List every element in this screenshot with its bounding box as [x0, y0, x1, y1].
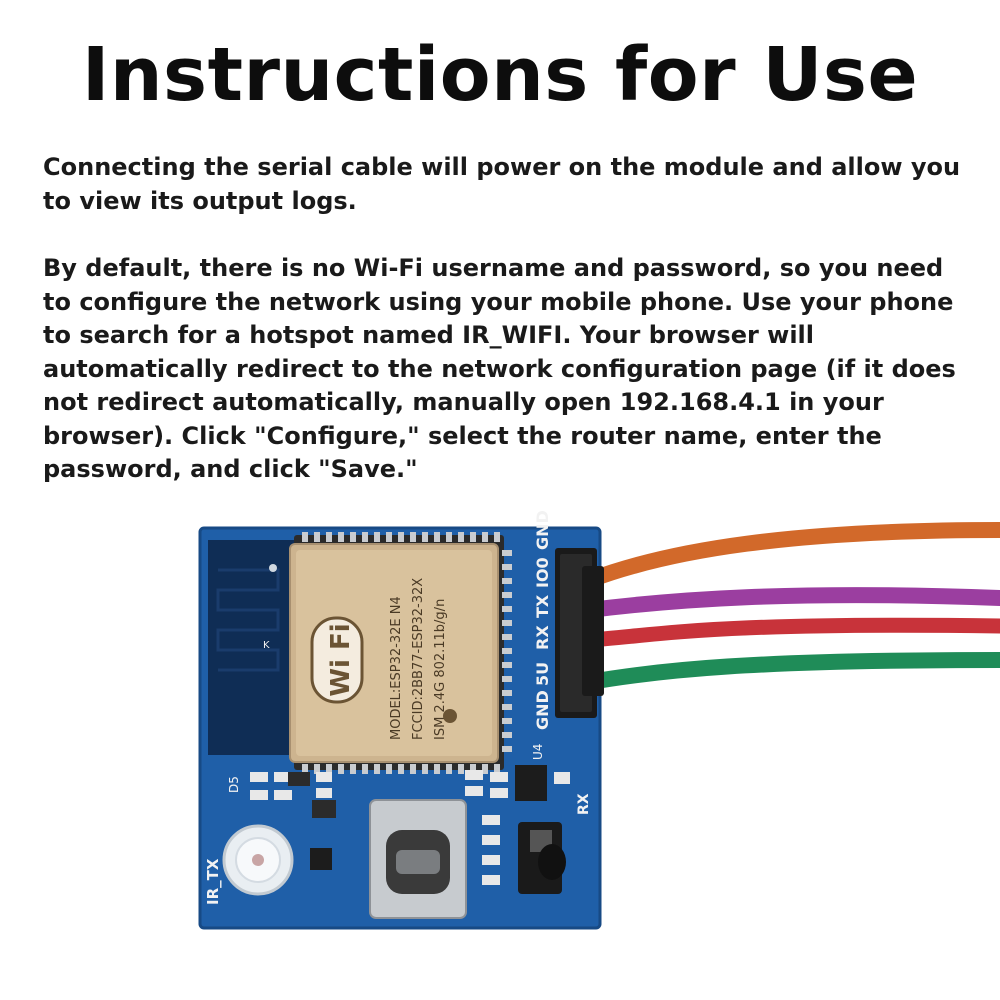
svg-text:Wi Fi: Wi Fi	[326, 623, 356, 696]
smd-components	[250, 765, 570, 885]
label-u4: U4	[531, 744, 545, 760]
bluetooth-icon	[443, 709, 457, 723]
paragraph-serial-cable: Connecting the serial cable will power o…	[43, 153, 961, 215]
label-rx: RX	[576, 793, 592, 815]
pin-rx: RX	[533, 625, 552, 650]
antenna-area	[208, 540, 294, 755]
pin-io0: IO0	[533, 557, 552, 588]
pin-5u: 5U	[533, 662, 552, 686]
page-title: Instructions for Use	[81, 32, 919, 118]
esp32-ir-module: K Wi Fi	[198, 510, 1000, 930]
label-ir-tx: IR_TX	[204, 858, 222, 905]
pin-tx: TX	[533, 594, 552, 618]
pin-labels: GND 5U RX TX IO0 GND	[533, 510, 552, 730]
wire-purple	[582, 587, 1000, 618]
pin-gnd-2: GND	[533, 510, 552, 550]
pin-gnd-1: GND	[533, 690, 552, 730]
wifi-logo: Wi Fi	[310, 616, 364, 704]
label-d5: D5	[227, 776, 241, 793]
label-k: K	[263, 640, 270, 651]
chip-line-model: MODEL:ESP32-32E N4	[389, 596, 404, 740]
wire-green	[582, 652, 1000, 690]
module-photo: K Wi Fi	[190, 510, 1000, 940]
wire-orange	[582, 522, 1000, 588]
paragraph-network-config: By default, there is no Wi-Fi username a…	[43, 254, 956, 483]
chip-line-fccid: FCCID:2BB77-ESP32-32X	[411, 578, 426, 740]
chip-line-ism: ISM 2.4G 802.11b/g/n	[433, 599, 448, 740]
wire-red	[582, 617, 1000, 648]
